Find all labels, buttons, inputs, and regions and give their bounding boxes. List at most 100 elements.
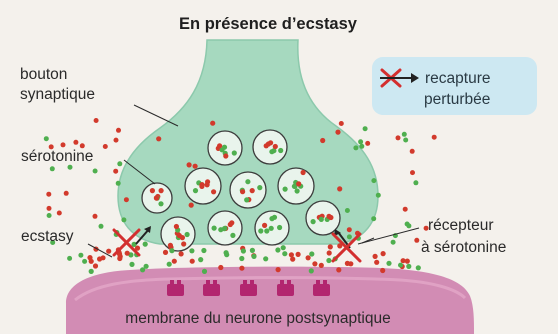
serotonin-molecule xyxy=(257,185,262,190)
serotonin-molecule xyxy=(212,226,217,231)
serotonin-molecule xyxy=(117,161,122,166)
serotonin-molecule xyxy=(50,166,55,171)
ecstasy-molecule xyxy=(276,267,281,272)
ecstasy-molecule xyxy=(374,260,379,265)
ecstasy-molecule xyxy=(210,121,215,126)
ecstasy-molecule xyxy=(345,261,350,266)
ecstasy-molecule xyxy=(381,251,386,256)
ecstasy-molecule xyxy=(327,250,332,255)
ecstasy-molecule xyxy=(410,170,415,175)
serotonin-molecule xyxy=(144,264,149,269)
serotonin-molecule xyxy=(283,187,288,192)
label-recepteur-line2: à sérotonine xyxy=(421,239,506,256)
serotonin-molecule xyxy=(239,256,244,261)
serotonin-molecule xyxy=(169,248,174,253)
serotonin-molecule xyxy=(167,262,172,267)
ecstasy-molecule xyxy=(296,181,301,186)
serotonin-molecule xyxy=(82,259,87,264)
serotonin-molecule xyxy=(319,217,324,222)
ecstasy-molecule xyxy=(239,266,244,271)
ecstasy-molecule xyxy=(156,136,161,141)
ecstasy-molecule xyxy=(57,211,62,216)
serotonin-molecule xyxy=(244,197,249,202)
ecstasy-molecule xyxy=(47,206,52,211)
serotonin-molecule xyxy=(371,216,376,221)
serotonin-molecule xyxy=(345,208,350,213)
serotonin-molecule xyxy=(158,201,163,206)
serotonin-molecule xyxy=(403,138,408,143)
ecstasy-molecule xyxy=(229,220,234,225)
ecstasy-molecule xyxy=(262,223,267,228)
serotonin-molecule xyxy=(258,228,263,233)
label-bouton-line1: bouton xyxy=(20,66,67,83)
legend: recapture perturbée xyxy=(372,57,537,115)
ecstasy-molecule xyxy=(335,130,340,135)
ecstasy-molecule xyxy=(223,153,228,158)
ecstasy-molecule xyxy=(337,186,342,191)
ecstasy-molecule xyxy=(273,144,278,149)
serotonin-molecule xyxy=(358,139,363,144)
serotonin-molecule xyxy=(241,248,246,253)
ecstasy-molecule xyxy=(73,140,78,145)
serotonin-molecule xyxy=(189,248,194,253)
ecstasy-molecule xyxy=(432,135,437,140)
serotonin-molecule xyxy=(413,180,418,185)
ecstasy-molecule xyxy=(114,138,119,143)
legend-line2: perturbée xyxy=(424,91,490,108)
serotonin-molecule xyxy=(47,213,52,218)
ecstasy-molecule xyxy=(179,251,184,256)
ecstasy-molecule xyxy=(189,203,194,208)
ecstasy-molecule xyxy=(410,149,415,154)
ecstasy-molecule xyxy=(218,265,223,270)
serotonin-molecule xyxy=(376,193,381,198)
ecstasy-molecule xyxy=(64,191,69,196)
ecstasy-molecule xyxy=(319,263,324,268)
serotonin-molecule xyxy=(363,126,368,131)
serotonin-molecule xyxy=(78,253,83,258)
serotonin-molecule xyxy=(129,262,134,267)
serotonin-molecule xyxy=(275,247,280,252)
serotonin-molecule xyxy=(282,251,287,256)
ecstasy-molecule xyxy=(347,227,352,232)
legend-line1: recapture xyxy=(425,70,490,87)
ecstasy-molecule xyxy=(396,135,401,140)
vesicle xyxy=(253,130,287,164)
serotonin-molecule xyxy=(402,132,407,137)
ecstasy-molecule xyxy=(125,251,130,256)
serotonin-molecule xyxy=(224,252,229,257)
ecstasy-molecule xyxy=(174,224,179,229)
ecstasy-molecule xyxy=(93,214,98,219)
label-bouton-line2: synaptique xyxy=(20,86,95,103)
serotonin-molecule xyxy=(218,227,223,232)
ecstasy-molecule xyxy=(163,250,168,255)
ecstasy-molecule xyxy=(301,170,306,175)
ecstasy-molecule xyxy=(181,241,186,246)
ecstasy-molecule xyxy=(94,118,99,123)
serotonin-molecule xyxy=(278,148,283,153)
serotonin-molecule xyxy=(185,232,190,237)
ecstasy-molecule xyxy=(117,256,122,261)
serotonin-molecule xyxy=(202,269,207,274)
ecstasy-molecule xyxy=(124,197,129,202)
serotonin-molecule xyxy=(398,263,403,268)
ecstasy-molecule xyxy=(199,184,204,189)
serotonin-molecule xyxy=(371,178,376,183)
serotonin-molecule xyxy=(269,216,274,221)
ecstasy-molecule xyxy=(187,162,192,167)
ecstasy-molecule xyxy=(46,192,51,197)
ecstasy-molecule xyxy=(326,214,331,219)
serotonin-molecule xyxy=(269,226,274,231)
serotonin-molecule xyxy=(222,145,227,150)
ecstasy-molecule xyxy=(403,207,408,212)
ecstasy-molecule xyxy=(172,259,177,264)
serotonin-molecule xyxy=(201,248,206,253)
ecstasy-molecule xyxy=(306,255,311,260)
label-serotonine: sérotonine xyxy=(21,148,93,165)
diagram-title: En présence d’ecstasy xyxy=(179,15,358,33)
ecstasy-molecule xyxy=(373,254,378,259)
serotonin-molecule xyxy=(143,242,148,247)
ecstasy-molecule xyxy=(61,142,66,147)
serotonin-molecule xyxy=(309,268,314,273)
